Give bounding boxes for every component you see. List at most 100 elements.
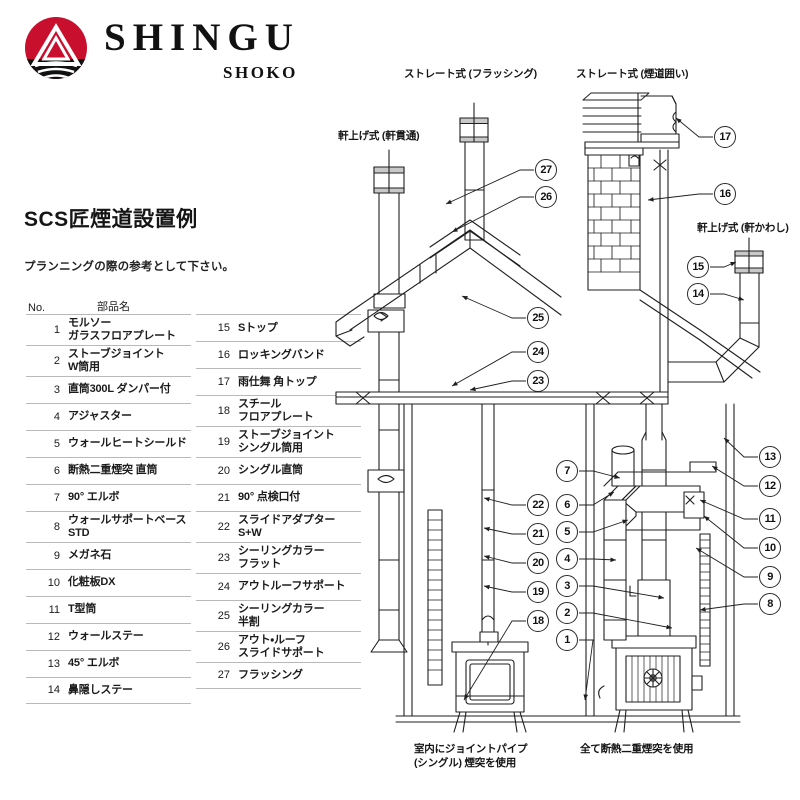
part-number: 19 (217, 435, 230, 448)
part-number: 27 (217, 669, 230, 682)
callout-9: 9 (759, 566, 781, 588)
part-number: 14 (47, 684, 60, 697)
table-row: 4 アジャスター (26, 402, 191, 430)
part-name-line1: アジャスター (68, 410, 132, 423)
part-number: 12 (47, 630, 60, 643)
right-stove (598, 635, 703, 733)
part-name-line2: W筒用 (68, 360, 100, 373)
callout-14: 14 (687, 283, 709, 305)
callout-18: 18 (527, 610, 549, 632)
table-row: 6 断熱二重煙突 直筒 (26, 456, 191, 484)
part-name-line2: フラット (238, 557, 282, 570)
caption-line1: 室内にジョイントパイプ (414, 743, 528, 755)
table-row: 18 スチールフロアプレート (196, 395, 361, 426)
part-name-line1: フラッシング (238, 668, 303, 681)
part-number: 6 (53, 464, 60, 477)
part-name-line2: STD (68, 526, 90, 539)
callout-11: 11 (759, 508, 781, 530)
part-number: 23 (217, 551, 230, 564)
part-name-line2: S+W (238, 526, 262, 539)
part-name-line1: ウォールステー (68, 630, 144, 643)
right-chimney-assembly (667, 237, 764, 383)
part-number: 18 (217, 404, 230, 417)
part-name-line1: ストーブジョイント (68, 347, 165, 360)
diagram-label-nokiage_nokikawashi: 軒上げ式 (軒かわし) (697, 222, 789, 234)
page-subtitle: プランニングの際の参考として下さい。 (24, 261, 235, 273)
part-name-line1: メガネ石 (68, 549, 112, 562)
part-name: 鼻隠しステー (68, 684, 191, 697)
caption-line1: 全て断熱二重煙突を使用 (580, 743, 694, 755)
part-number: 4 (53, 410, 60, 423)
callout-3: 3 (556, 575, 578, 597)
mid-horizontal-duct (603, 471, 701, 487)
callout-2: 2 (556, 602, 578, 624)
left-stove (451, 631, 529, 733)
callout-16: 16 (714, 183, 736, 205)
brick-chimney (582, 92, 701, 393)
part-number: 2 (53, 354, 60, 367)
part-name: アウトルーフサポート (238, 580, 361, 593)
part-number: 10 (47, 576, 60, 589)
part-name: 直筒300L ダンパー付 (68, 383, 191, 396)
part-name-line1: シングル直筒 (238, 464, 303, 477)
part-name-line1: T型筒 (68, 603, 97, 616)
part-name-line2: シングル筒用 (238, 441, 303, 454)
part-name-line2: フロアプレート (238, 410, 314, 423)
callout-12: 12 (759, 475, 781, 497)
part-name: ストーブジョイントシングル筒用 (238, 429, 361, 455)
part-name-line1: スチール (238, 398, 282, 410)
left-inner-pipe-run (481, 403, 495, 633)
part-name: アジャスター (68, 410, 191, 423)
part-number: 3 (53, 383, 60, 396)
callout-22: 22 (527, 494, 549, 516)
callout-25: 25 (527, 307, 549, 329)
shingu-mountain-icon (22, 14, 90, 82)
brand-logo: SHINGU SHOKO (22, 14, 300, 83)
part-name: スチールフロアプレート (238, 398, 361, 424)
callout-20: 20 (527, 552, 549, 574)
brand-name: SHINGU (104, 16, 300, 59)
table-header-left: No. 部品名 (26, 296, 191, 314)
diagram-caption-caption-left: 室内にジョイントパイプ (シングル) 煙突を使用 (414, 742, 528, 770)
part-number: 8 (53, 520, 60, 533)
part-name-line1: 45° エルボ (68, 657, 120, 670)
diagram-caption-caption-right: 全て断熱二重煙突を使用 (580, 742, 694, 756)
part-name: シングル直筒 (238, 464, 361, 477)
part-name: フラッシング (238, 669, 361, 682)
part-name-line1: アウトルーフサポート (238, 580, 346, 593)
part-name-line1: アウト・ルーフ (238, 633, 306, 646)
part-name-line2: ガラスフロアプレート (68, 329, 176, 342)
part-name: 雨仕舞 角トップ (238, 376, 361, 389)
callout-1: 1 (556, 629, 578, 651)
caption-line2: (シングル) 煙突を使用 (414, 757, 517, 770)
callout-17: 17 (714, 126, 736, 148)
part-name: 断熱二重煙突 直筒 (68, 464, 191, 477)
part-name: ロッキングバンド (238, 349, 361, 362)
part-name: 90° エルボ (68, 491, 191, 504)
part-name-line1: 雨仕舞 角トップ (238, 375, 317, 388)
part-name-line1: シーリングカラー (238, 602, 325, 615)
part-name-line1: 直筒300L ダンパー付 (68, 383, 171, 396)
right-inner-chimney-run (629, 403, 671, 637)
part-name: モルソーガラスフロアプレート (68, 317, 191, 343)
part-number: 22 (217, 520, 230, 533)
flashing-chimney-assembly (459, 102, 489, 241)
